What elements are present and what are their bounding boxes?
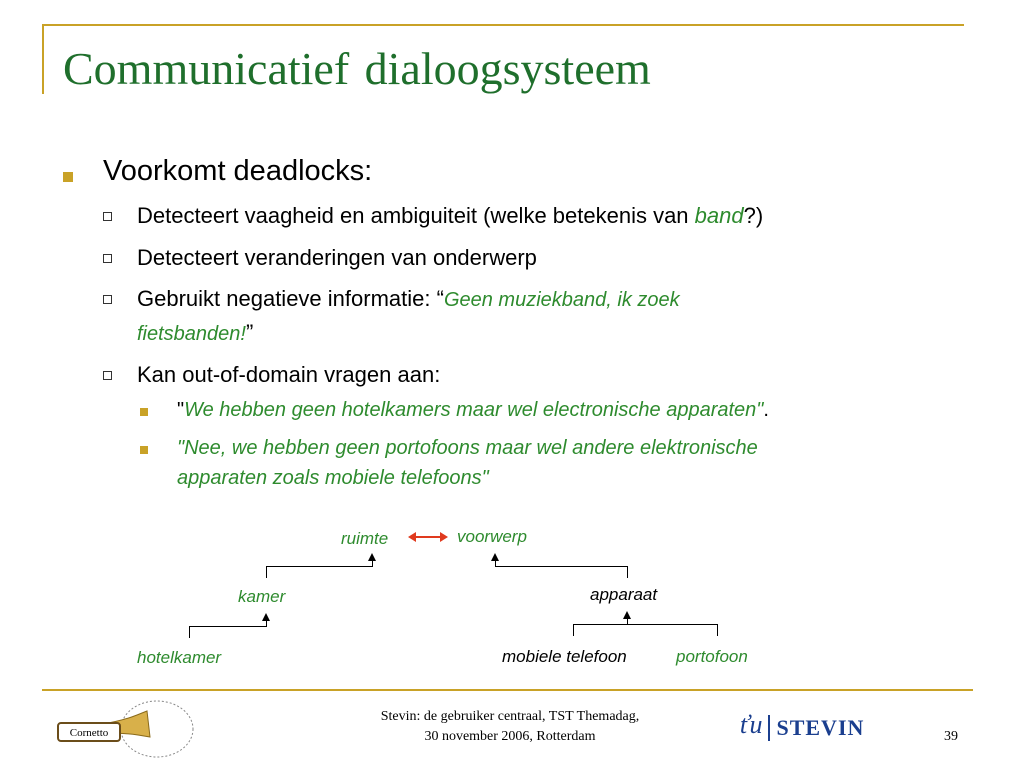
example-hotelkamers-text: We hebben geen hotelkamers maar wel elec… <box>184 399 764 421</box>
example-portofoons-line2: apparaten zoals mobiele telefoons" <box>177 467 489 489</box>
tree-line <box>573 624 718 625</box>
tree-line <box>627 618 628 625</box>
bullet-deadlocks: Voorkomt deadlocks: <box>103 155 373 187</box>
stevin-logo-bar <box>768 714 771 741</box>
slide-title: Communicatief dialoogsysteem <box>63 43 651 94</box>
sub-bullet-out-of-domain: Kan out-of-domain vragen aan: <box>137 362 441 387</box>
title-frame-horizontal <box>42 24 964 26</box>
checkbox-bullet-icon <box>103 295 112 304</box>
node-voorwerp: voorwerp <box>457 527 527 546</box>
example-hotelkamers-period: . <box>763 399 769 421</box>
tree-line <box>266 620 267 627</box>
stevin-logo: ťu STEVIN <box>740 710 864 741</box>
sub-bullet-negative-info-text: Gebruikt negatieve informatie: “ <box>137 286 444 311</box>
node-mobiele-telefoon: mobiele telefoon <box>502 647 627 666</box>
bullet-square-icon <box>140 446 148 454</box>
term-band: band <box>694 203 744 228</box>
quote-muziekband: Geen muziekband, ik zoek <box>443 289 680 311</box>
sub-bullet-negative-info: Gebruikt negatieve informatie: “Geen muz… <box>137 286 680 312</box>
tree-line <box>495 560 496 567</box>
example-hotelkamers: "We hebben geen hotelkamers maar wel ele… <box>177 399 769 422</box>
sub-bullet-ambiguity-end: ?) <box>743 203 764 228</box>
tree-line <box>495 566 628 567</box>
tree-line <box>372 560 373 567</box>
cornetto-logo-text: Cornetto <box>70 727 109 739</box>
footer-line2: 30 november 2006, Rotterdam <box>424 729 596 744</box>
footer-text: Stevin: de gebruiker centraal, TST Thema… <box>330 707 690 747</box>
example-portofoons-line1: "Nee, we hebben geen portofoons maar wel… <box>177 437 758 459</box>
quote-close: ” <box>245 320 254 345</box>
checkbox-bullet-icon <box>103 371 112 380</box>
node-portofoon: portofoon <box>676 647 748 666</box>
node-apparaat: apparaat <box>590 585 658 604</box>
checkbox-bullet-icon <box>103 254 112 263</box>
arrow-up-icon <box>491 553 499 561</box>
bullet-square-icon <box>63 172 73 182</box>
page-number: 39 <box>944 729 958 744</box>
sub-bullet-ambiguity: Detecteert vaagheid en ambiguiteit (welk… <box>137 203 763 229</box>
footer-divider <box>42 689 973 691</box>
tree-line <box>266 566 267 578</box>
tree-line <box>627 566 628 578</box>
tree-line <box>189 626 190 638</box>
node-hotelkamer: hotelkamer <box>137 648 222 667</box>
sub-bullet-topic-change: Detecteert veranderingen van onderwerp <box>137 245 537 270</box>
checkbox-bullet-icon <box>103 212 112 221</box>
bidirectional-arrow-icon <box>408 532 448 542</box>
footer-line1: Stevin: de gebruiker centraal, TST Thema… <box>380 709 640 724</box>
node-kamer: kamer <box>238 587 286 606</box>
arrow-up-icon <box>368 553 376 561</box>
arrow-up-icon <box>623 611 631 619</box>
sub-bullet-negative-info-cont: fietsbanden!” <box>137 320 253 346</box>
example-hotelkamers-quote: " <box>177 399 185 421</box>
tree-line <box>717 624 718 636</box>
bullet-square-icon <box>140 408 148 416</box>
node-ruimte: ruimte <box>341 529 389 548</box>
stevin-logo-tu: ťu <box>740 710 763 739</box>
quote-fietsbanden: fietsbanden! <box>137 323 246 345</box>
sub-bullet-ambiguity-text: Detecteert vaagheid en ambiguiteit (welk… <box>137 203 695 228</box>
tree-line <box>573 624 574 636</box>
cornetto-logo: Cornetto <box>57 700 194 758</box>
stevin-logo-text: STEVIN <box>776 714 865 740</box>
tree-line <box>189 626 267 627</box>
arrow-up-icon <box>262 613 270 621</box>
tree-line <box>266 566 373 567</box>
title-frame-vertical <box>42 24 44 94</box>
